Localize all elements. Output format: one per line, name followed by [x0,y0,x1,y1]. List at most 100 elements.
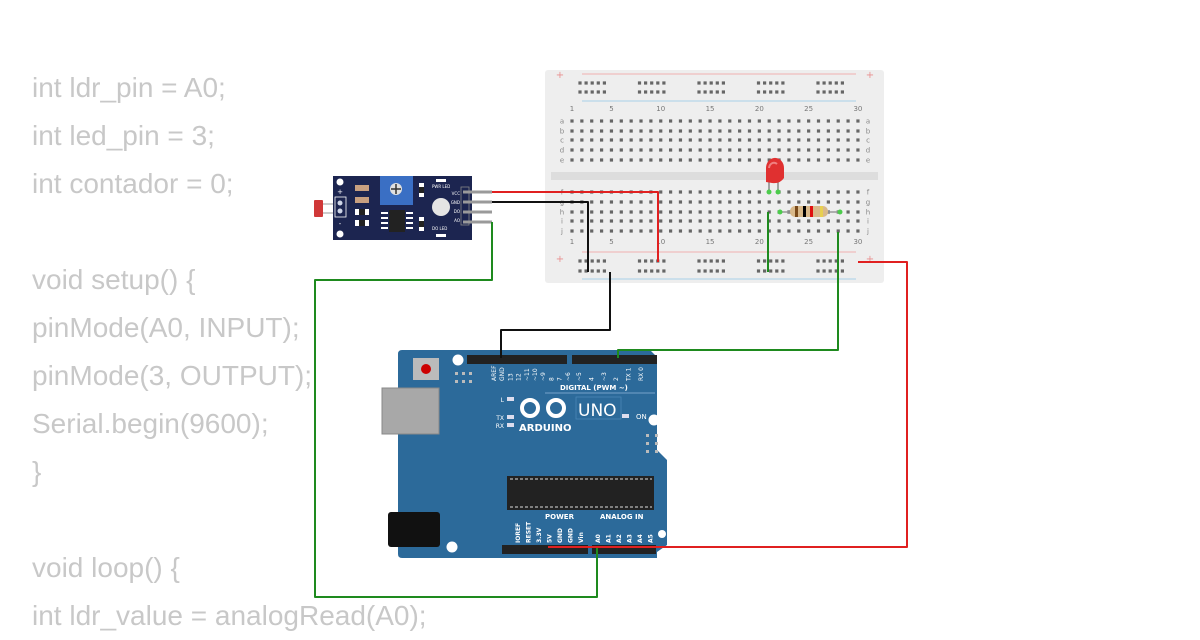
rail-hole[interactable] [602,90,606,94]
rail-hole[interactable] [602,259,606,263]
breadboard-hole[interactable] [619,119,623,123]
rail-hole[interactable] [721,259,725,263]
breadboard-hole[interactable] [836,129,840,133]
breadboard-hole[interactable] [708,129,712,133]
breadboard-hole[interactable] [728,119,732,123]
breadboard-hole[interactable] [639,138,643,142]
rail-hole[interactable] [769,90,773,94]
rail-hole[interactable] [816,259,820,263]
breadboard-hole[interactable] [580,148,584,152]
breadboard-hole[interactable] [728,148,732,152]
breadboard-hole[interactable] [619,138,623,142]
rail-hole[interactable] [775,269,779,273]
breadboard-hole[interactable] [747,129,752,133]
rail-hole[interactable] [840,269,844,273]
breadboard-hole[interactable] [816,229,821,233]
rail-hole[interactable] [834,259,838,263]
breadboard-hole[interactable] [570,210,574,214]
breadboard-hole[interactable] [659,229,663,233]
breadboard-hole[interactable] [659,129,663,133]
rail-hole[interactable] [828,90,832,94]
breadboard-hole[interactable] [718,138,722,142]
breadboard-hole[interactable] [599,148,604,152]
breadboard-hole[interactable] [846,229,850,233]
breadboard-hole[interactable] [757,219,761,223]
breadboard-hole[interactable] [777,119,781,123]
rail-hole[interactable] [834,269,838,273]
breadboard-hole[interactable] [590,148,594,152]
rail-hole[interactable] [775,81,779,85]
breadboard-hole[interactable] [787,190,791,194]
breadboard-hole[interactable] [747,158,752,162]
rail-hole[interactable] [656,81,660,85]
breadboard-hole[interactable] [708,219,712,223]
breadboard-hole[interactable] [826,200,830,204]
breadboard-hole[interactable] [629,210,633,214]
breadboard-hole[interactable] [816,158,821,162]
rail-hole[interactable] [650,269,654,273]
breadboard-hole[interactable] [669,138,673,142]
breadboard-hole[interactable] [728,200,732,204]
rail-hole[interactable] [590,259,594,263]
rail-hole[interactable] [816,269,820,273]
breadboard-hole[interactable] [639,129,643,133]
breadboard-hole[interactable] [816,148,821,152]
breadboard-hole[interactable] [718,210,722,214]
breadboard-hole[interactable] [639,119,643,123]
breadboard-hole[interactable] [698,190,702,194]
rail-hole[interactable] [578,259,582,263]
breadboard-hole[interactable] [698,210,702,214]
breadboard-hole[interactable] [570,119,574,123]
breadboard-hole[interactable] [718,148,722,152]
breadboard-hole[interactable] [826,119,830,123]
rail-hole[interactable] [756,269,761,273]
rail-hole[interactable] [715,90,719,94]
breadboard-hole[interactable] [590,138,594,142]
rail-hole[interactable] [637,269,642,273]
rail-hole[interactable] [756,90,761,94]
breadboard-hole[interactable] [767,138,771,142]
breadboard-hole[interactable] [570,138,574,142]
breadboard-hole[interactable] [688,119,692,123]
breadboard-hole[interactable] [580,119,584,123]
rail-hole[interactable] [662,259,666,263]
breadboard-hole[interactable] [816,200,821,204]
breadboard-hole[interactable] [797,119,801,123]
breadboard-hole[interactable] [757,119,761,123]
rail-hole[interactable] [775,90,779,94]
breadboard-hole[interactable] [738,148,742,152]
rail-hole[interactable] [769,259,773,263]
breadboard-hole[interactable] [639,219,643,223]
breadboard-hole[interactable] [856,148,860,152]
breadboard-hole[interactable] [688,200,692,204]
breadboard-hole[interactable] [599,138,604,142]
breadboard-hole[interactable] [728,129,732,133]
rail-hole[interactable] [709,259,713,263]
breadboard-hole[interactable] [678,200,683,204]
rail-hole[interactable] [763,269,767,273]
breadboard-hole[interactable] [846,138,850,142]
breadboard-hole[interactable] [708,138,712,142]
breadboard-hole[interactable] [609,210,614,214]
breadboard-hole[interactable] [747,138,752,142]
breadboard-hole[interactable] [797,200,801,204]
rail-hole[interactable] [602,81,606,85]
breadboard-hole[interactable] [688,190,692,194]
breadboard-hole[interactable] [856,138,860,142]
breadboard-hole[interactable] [678,190,683,194]
breadboard-hole[interactable] [649,219,653,223]
breadboard-hole[interactable] [708,200,712,204]
red-led[interactable] [766,157,784,195]
rail-hole[interactable] [828,269,832,273]
rail-hole[interactable] [656,269,660,273]
rail-hole[interactable] [602,269,606,273]
breadboard-hole[interactable] [570,129,574,133]
breadboard-hole[interactable] [738,158,742,162]
rail-hole[interactable] [834,90,838,94]
breadboard-hole[interactable] [580,138,584,142]
rail-hole[interactable] [578,90,582,94]
breadboard-hole[interactable] [609,200,614,204]
breadboard-hole[interactable] [807,219,811,223]
breadboard-hole[interactable] [629,138,633,142]
breadboard-hole[interactable] [708,210,712,214]
